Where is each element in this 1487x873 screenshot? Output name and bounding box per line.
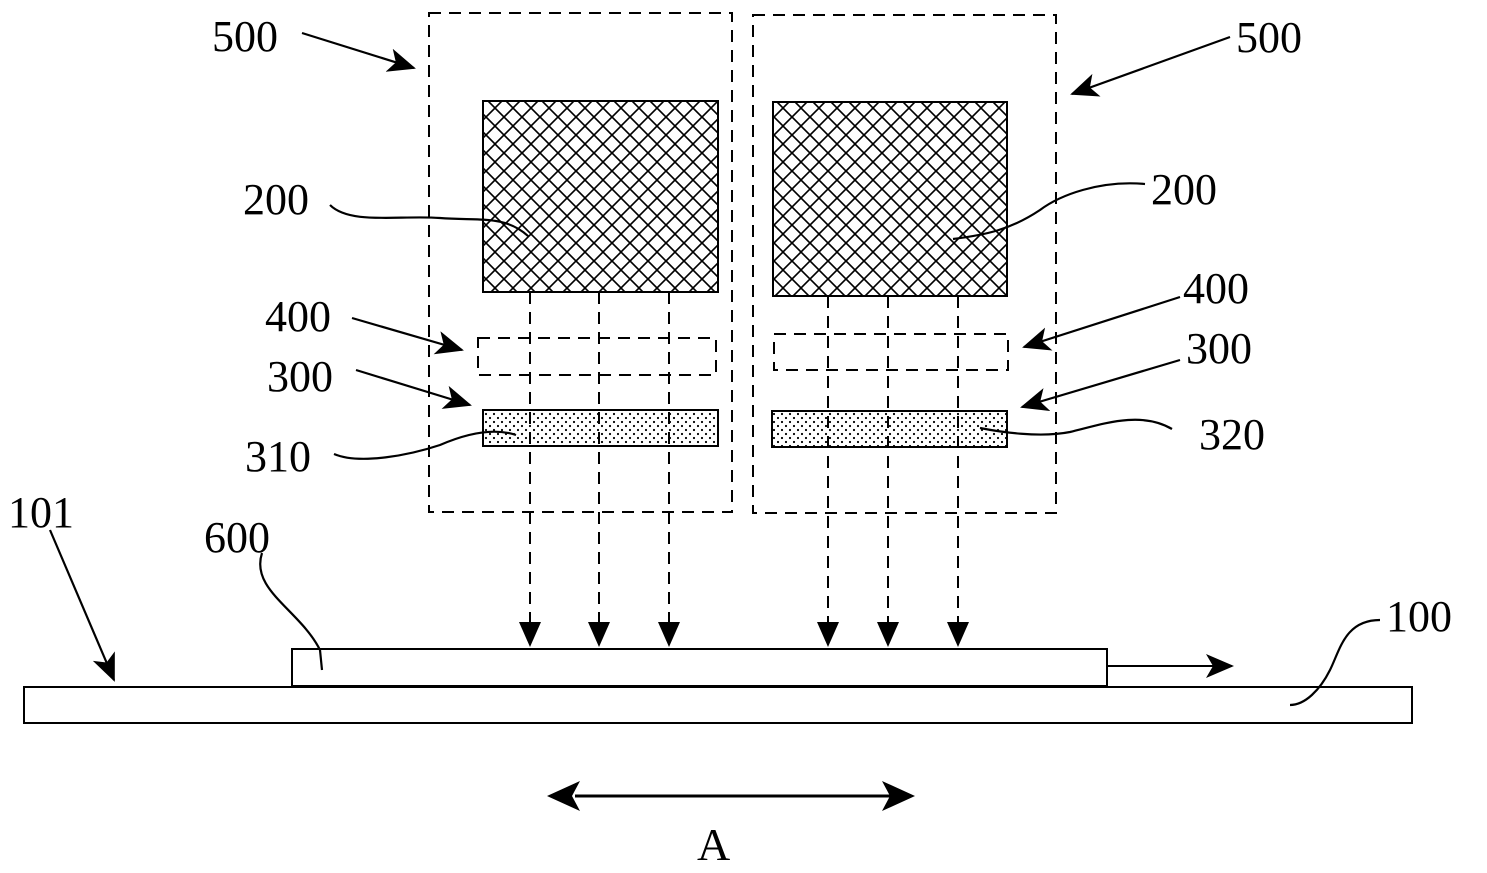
label-200-right: 200: [1151, 165, 1217, 214]
layer-400-right: [773, 333, 1009, 371]
label-400-left: 400: [265, 292, 331, 341]
label-200-left: 200: [243, 175, 309, 224]
label-500-left: 500: [212, 12, 278, 61]
label-500-right: 500: [1236, 13, 1302, 62]
beams-right: [817, 296, 969, 647]
substrate-100: [23, 686, 1413, 724]
layer-300-left: [482, 409, 719, 447]
workpiece-600: [291, 648, 1108, 687]
beams-left: [519, 292, 680, 647]
label-310: 310: [245, 432, 311, 481]
module-500-left: [428, 12, 733, 513]
label-direction-a: A: [697, 819, 730, 870]
leader-lines: [48, 31, 1381, 707]
source-200-right: [772, 101, 1008, 297]
label-101: 101: [8, 488, 74, 537]
label-600: 600: [204, 513, 270, 562]
label-100: 100: [1386, 592, 1452, 641]
module-500-right: [752, 14, 1057, 514]
layer-400-left: [477, 337, 717, 376]
label-400-right: 400: [1183, 264, 1249, 313]
label-300-left: 300: [267, 352, 333, 401]
direction-a-arrow: [547, 781, 915, 811]
label-320: 320: [1199, 410, 1265, 459]
source-200-left: [482, 100, 719, 293]
label-300-right: 300: [1186, 324, 1252, 373]
layer-300-right: [771, 410, 1008, 448]
